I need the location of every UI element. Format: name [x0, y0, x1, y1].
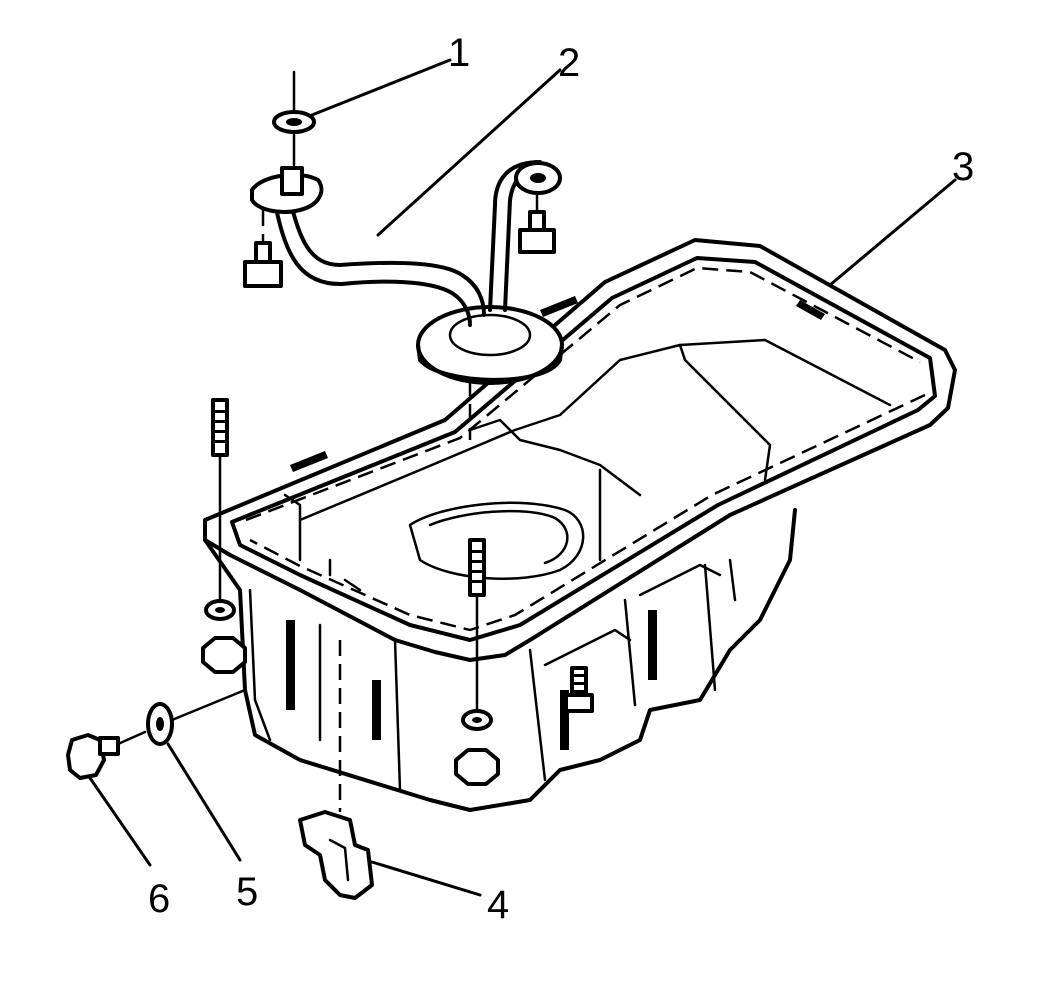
callout-3: 3 — [952, 145, 974, 189]
leader-lines — [88, 58, 957, 897]
left-stud — [204, 398, 236, 621]
oil-pan — [201, 238, 957, 812]
oil-level-sensor — [298, 640, 374, 900]
callout-5: 5 — [236, 870, 258, 914]
drain-plug-gasket — [146, 688, 247, 746]
callout-1: 1 — [448, 31, 470, 75]
oil-strainer — [243, 160, 564, 440]
drain-plug — [66, 730, 147, 780]
callout-6: 6 — [148, 877, 170, 921]
center-stud — [461, 538, 493, 731]
callout-4: 4 — [487, 883, 509, 927]
callout-2: 2 — [558, 41, 580, 85]
strainer-gasket — [272, 70, 316, 167]
